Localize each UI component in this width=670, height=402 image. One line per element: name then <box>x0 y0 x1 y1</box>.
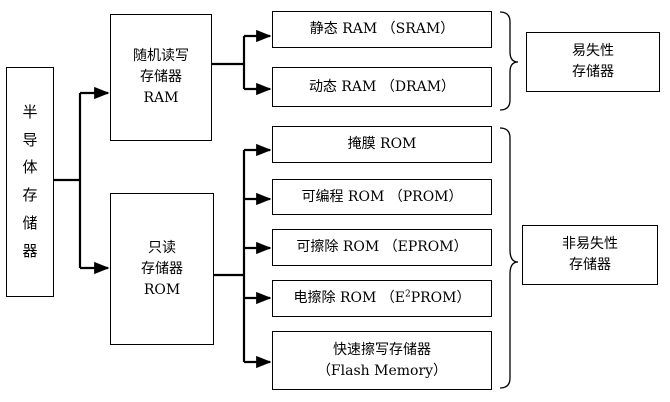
semiconductor-memory-box: 半 导 体 存 储 器 <box>6 67 54 297</box>
ram-box: 随机读写 存储器 RAM <box>110 14 212 141</box>
rom-line-2: 存储器 <box>141 260 183 277</box>
flash-line-2: （Flash Memory） <box>316 362 448 379</box>
volatile-brace <box>499 11 519 111</box>
prom-box: 可编程 ROM （PROM） <box>272 179 492 215</box>
ram-line-1: 随机读写 <box>133 48 189 64</box>
volatile-memory-box: 易失性 存储器 <box>526 32 660 92</box>
prom-label: 可编程 ROM （PROM） <box>301 188 463 205</box>
rom-box: 只读 存储器 ROM <box>110 193 214 345</box>
nonvolatile-brace <box>499 127 519 389</box>
volatile-line-1: 易失性 <box>572 43 614 59</box>
nonvolatile-line-1: 非易失性 <box>562 236 618 252</box>
dram-label: 动态 RAM （DRAM） <box>308 78 456 95</box>
sram-box: 静态 RAM （SRAM） <box>272 11 492 48</box>
nonvolatile-memory-box: 非易失性 存储器 <box>522 225 658 285</box>
mask-rom-label: 掩膜 ROM <box>347 136 417 152</box>
rom-line-1: 只读 <box>148 239 176 256</box>
flash-line-1: 快速擦写存储器 <box>333 341 431 358</box>
e2prom-label: 电擦除 ROM （E2PROM） <box>293 289 471 306</box>
rom-line-3: ROM <box>143 281 181 298</box>
e2prom-box: 电擦除 ROM （E2PROM） <box>272 280 492 317</box>
eprom-label: 可擦除 ROM （EPROM） <box>296 239 468 255</box>
sram-label: 静态 RAM （SRAM） <box>309 21 455 37</box>
mask-rom-box: 掩膜 ROM <box>272 126 492 163</box>
volatile-line-2: 存储器 <box>572 64 614 80</box>
eprom-box: 可擦除 ROM （EPROM） <box>272 229 492 266</box>
dram-box: 动态 RAM （DRAM） <box>272 67 492 107</box>
semiconductor-memory-label: 半 导 体 存 储 器 <box>22 102 38 260</box>
ram-line-2: 存储器 <box>140 69 182 85</box>
ram-line-3: RAM <box>143 90 179 106</box>
flash-memory-box: 快速擦写存储器 （Flash Memory） <box>272 331 492 390</box>
nonvolatile-line-2: 存储器 <box>569 257 611 273</box>
